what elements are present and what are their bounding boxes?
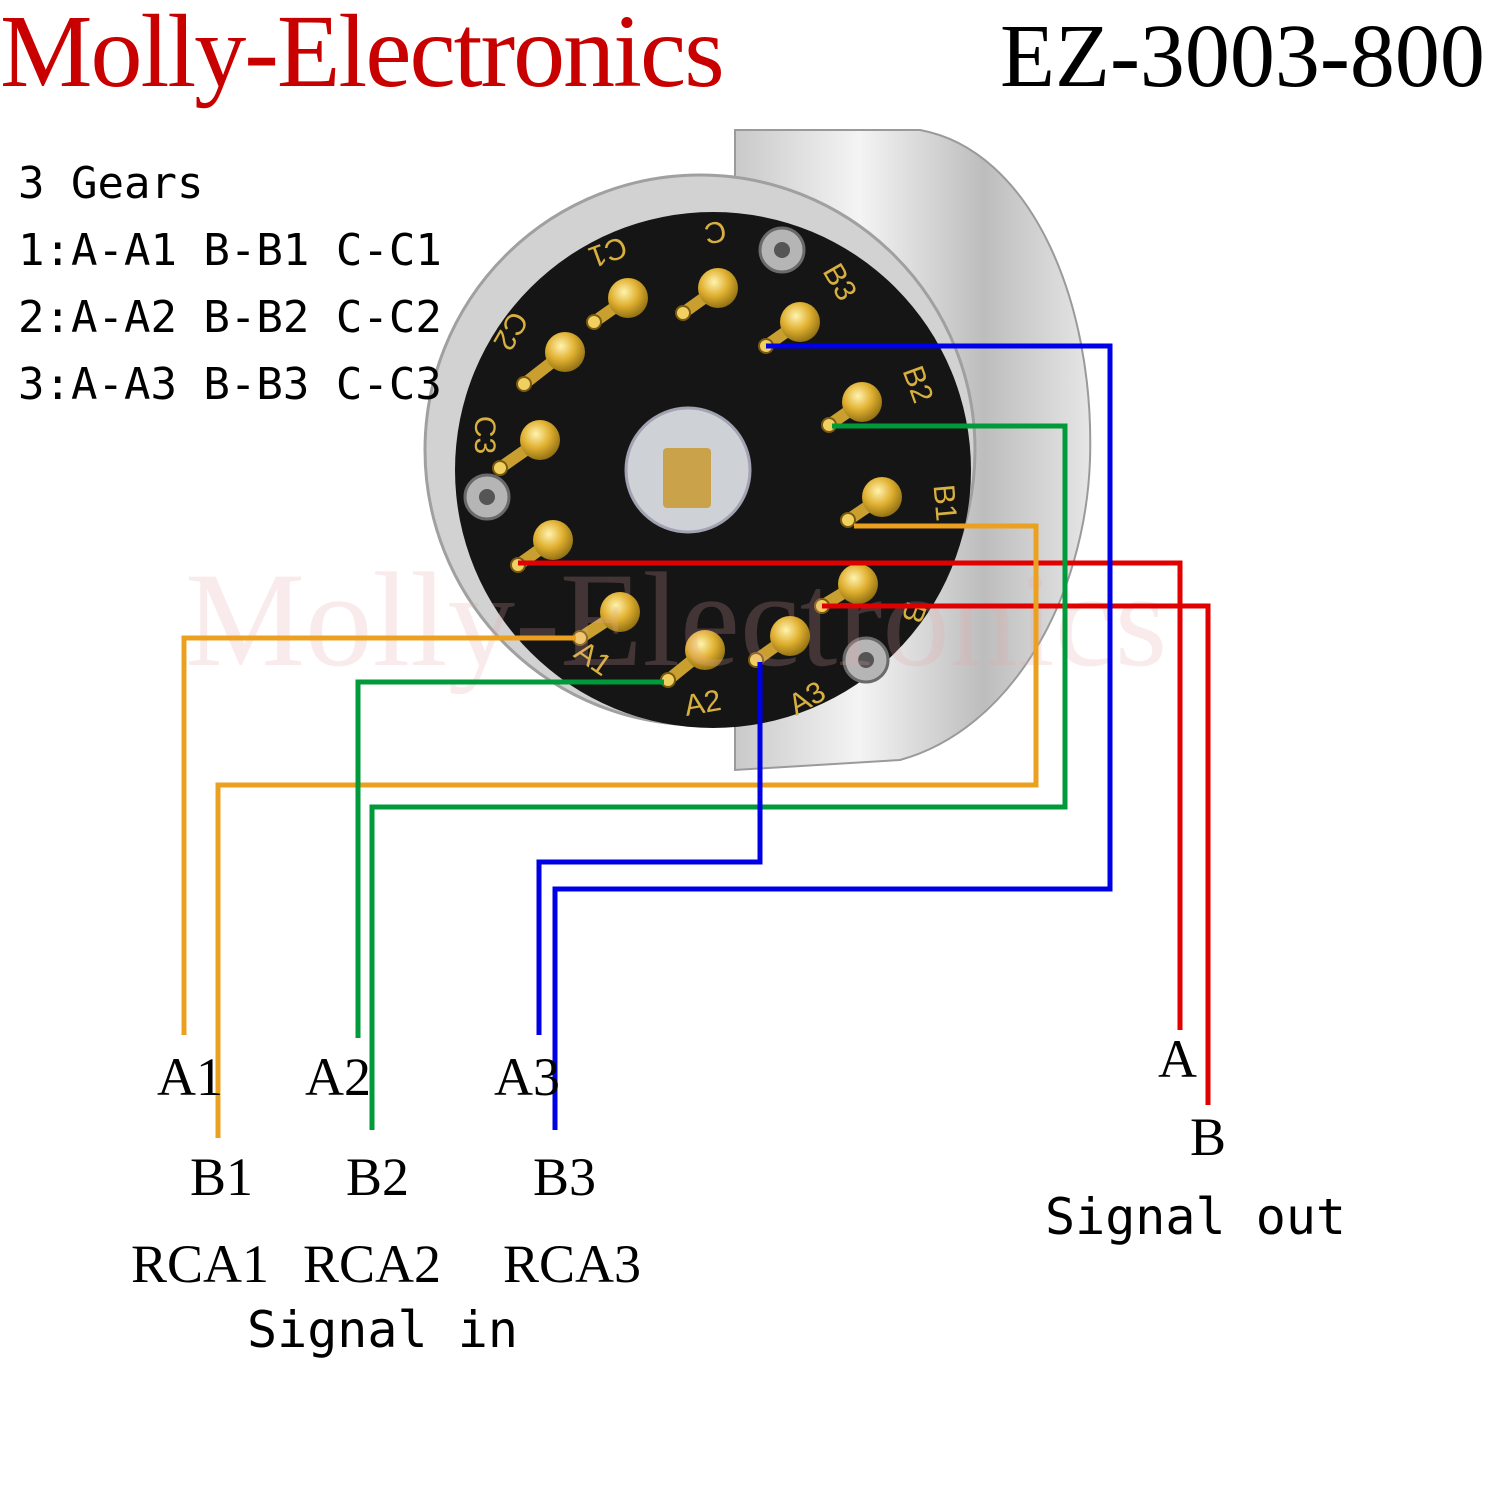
- output-label-b: B: [1190, 1107, 1227, 1167]
- output-label-a: A: [1158, 1029, 1197, 1089]
- input-label-a3: A3: [494, 1047, 560, 1107]
- screw-left: [463, 473, 511, 521]
- rca-label-1: RCA1: [131, 1234, 270, 1294]
- switch-pin: [840, 477, 902, 528]
- wire-red-b: [822, 603, 1211, 1105]
- gear-line-2: 2:A-A2 B-B2 C-C2: [18, 292, 442, 343]
- wire-green-a2: [355, 679, 664, 1038]
- switch-pin: [492, 420, 560, 476]
- rca-label-3: RCA3: [503, 1234, 642, 1294]
- wire-orange-a1: [181, 635, 576, 1035]
- switch-pin: [675, 268, 738, 321]
- pin-label-b1: B1: [927, 483, 963, 522]
- gear-line-3: 3:A-A3 B-B3 C-C3: [18, 359, 442, 410]
- input-label-b1: B1: [190, 1147, 254, 1207]
- input-label-a2: A2: [305, 1047, 371, 1107]
- gear-line-1: 1:A-A1 B-B1 C-C1: [18, 225, 442, 276]
- gear-title: 3 Gears: [18, 158, 204, 209]
- signal-in-caption: Signal in: [247, 1301, 518, 1359]
- switch-shaft: [663, 448, 711, 508]
- switch-pin: [660, 630, 725, 688]
- switch-pin: [758, 302, 820, 354]
- screw-top: [758, 226, 806, 274]
- switch-pin: [516, 332, 585, 392]
- switch-pins: [492, 268, 902, 688]
- wire-green-b2: [369, 423, 1068, 1130]
- model-number: EZ-3003-800: [1000, 7, 1485, 106]
- wire-orange-b1: [215, 523, 1039, 1138]
- pin-label-a2: A2: [682, 684, 724, 723]
- input-label-b2: B2: [346, 1147, 410, 1207]
- switch-pin: [814, 564, 878, 614]
- screw-bottom: [842, 636, 890, 684]
- signal-out-caption: Signal out: [1045, 1188, 1347, 1246]
- brand-title: Molly-Electronics: [0, 0, 725, 109]
- input-label-a1: A1: [157, 1047, 223, 1107]
- switch-pin: [586, 278, 648, 330]
- input-label-b3: B3: [533, 1147, 597, 1207]
- switch-pin: [572, 592, 640, 646]
- wire-blue-b3: [552, 343, 1113, 1130]
- switch-pin: [748, 616, 810, 668]
- wire-blue-a3: [536, 662, 763, 1035]
- watermark: Molly-Electronics: [185, 546, 1167, 695]
- rca-label-2: RCA2: [303, 1234, 442, 1294]
- wiring: [181, 343, 1211, 1138]
- wire-red-a: [518, 560, 1183, 1030]
- pin-label-c3: C3: [468, 416, 501, 454]
- gear-info: 3 Gears 1:A-A1 B-B1 C-C1 2:A-A2 B-B2 C-C…: [18, 150, 442, 418]
